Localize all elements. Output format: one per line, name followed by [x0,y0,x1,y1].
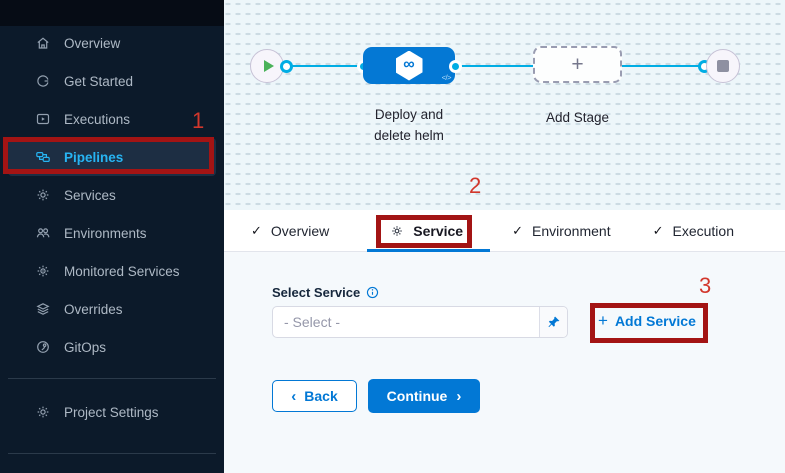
sidebar-item-gitops[interactable]: GitOps [8,328,216,366]
sidebar-item-label: Executions [64,111,131,127]
sidebar-item-overview[interactable]: Overview [8,24,216,62]
add-service-button[interactable]: + Add Service [598,312,696,329]
tab-service[interactable]: Service [367,210,490,252]
service-select-dropdown[interactable]: - Select - [272,306,568,338]
connector-line [286,65,363,67]
sidebar-divider [8,378,216,379]
sidebar-item-executions[interactable]: Executions [8,100,216,138]
monitored-services-icon [34,263,51,280]
chevron-left-icon: ‹ [291,387,297,405]
main-panel: ∞ </> + Deploy and delete helm Add Stage… [224,0,785,473]
tab-environment[interactable]: ✓ Environment [512,210,611,252]
continue-button[interactable]: Continue › [368,379,480,413]
sidebar-item-label: GitOps [64,339,107,355]
check-icon: ✓ [512,222,523,238]
tab-label: Overview [270,222,330,239]
back-button[interactable]: ‹ Back [272,380,357,412]
sidebar-divider [8,453,216,454]
tab-label: Execution [672,222,734,239]
sidebar: Overview Get Started Executions Pipeline… [0,0,224,473]
check-icon: ✓ [251,222,262,238]
sidebar-item-label: Services [64,187,116,203]
pin-icon [547,316,559,328]
select-service-label: Select Service [272,285,379,300]
sidebar-item-label: Overrides [64,301,123,317]
sidebar-item-overrides[interactable]: Overrides [8,290,216,328]
select-placeholder: - Select - [284,314,341,330]
plus-icon: + [598,311,608,330]
overrides-layers-icon [34,301,51,318]
sidebar-item-environments[interactable]: Environments [8,214,216,252]
sidebar-item-label: Environments [64,225,147,241]
home-icon [34,35,51,52]
plus-icon: + [571,53,584,76]
stage-tabbar: ✓ Overview Service ✓ Environment ✓ Execu… [224,210,785,252]
check-icon: ✓ [652,222,664,238]
connector-dot [280,60,293,73]
info-icon[interactable] [366,286,379,299]
sidebar-item-label: Get Started [64,73,134,89]
play-icon [263,60,274,72]
connector-line [622,65,704,67]
gear-icon [34,404,51,421]
sidebar-item-label: Pipelines [64,149,124,165]
stage-node-deploy[interactable]: ∞ </> [363,47,455,84]
sidebar-item-services[interactable]: Services [8,176,216,214]
connector-dot [449,60,462,73]
tab-overview[interactable]: ✓ Overview [251,210,329,252]
tab-label: Service [413,222,464,239]
pipelines-icon [34,149,51,166]
chevron-right-icon: › [456,387,462,405]
gear-icon [390,224,404,238]
connector-line [455,65,533,67]
pipeline-canvas[interactable]: ∞ </> + Deploy and delete helm Add Stage [224,0,785,210]
gitops-icon [34,339,51,356]
sidebar-nav: Overview Get Started Executions Pipeline… [0,24,224,466]
sidebar-item-label: Project Settings [64,404,159,420]
executions-icon [34,111,51,128]
add-service-label: Add Service [614,312,696,329]
stage-label: Deploy and delete helm [374,107,444,143]
add-stage-button[interactable]: + [533,46,622,83]
tab-execution[interactable]: ✓ Execution [653,210,734,252]
cd-infinity-hexagon-icon: ∞ [395,50,423,81]
tab-label: Environment [532,222,611,239]
sidebar-item-monitored-services[interactable]: Monitored Services [8,252,216,290]
add-stage-label: Add Stage [545,110,610,125]
sidebar-item-pipelines[interactable]: Pipelines [8,138,216,176]
get-started-icon [34,73,51,90]
code-icon: </> [441,73,452,82]
service-tab-content: Select Service - Select - + Add Service … [224,253,785,473]
services-icon [34,187,51,204]
environments-icon [34,225,51,242]
pipeline-start-node[interactable] [250,49,284,83]
sidebar-item-label: Monitored Services [64,263,180,279]
stop-icon [717,60,729,72]
sidebar-item-label: Overview [64,35,121,51]
pipeline-end-node[interactable] [706,49,740,83]
sidebar-item-get-started[interactable]: Get Started [8,62,216,100]
pin-toggle[interactable] [539,307,567,337]
sidebar-item-project-settings[interactable]: Project Settings [8,393,216,431]
sidebar-top-strip [0,0,224,26]
